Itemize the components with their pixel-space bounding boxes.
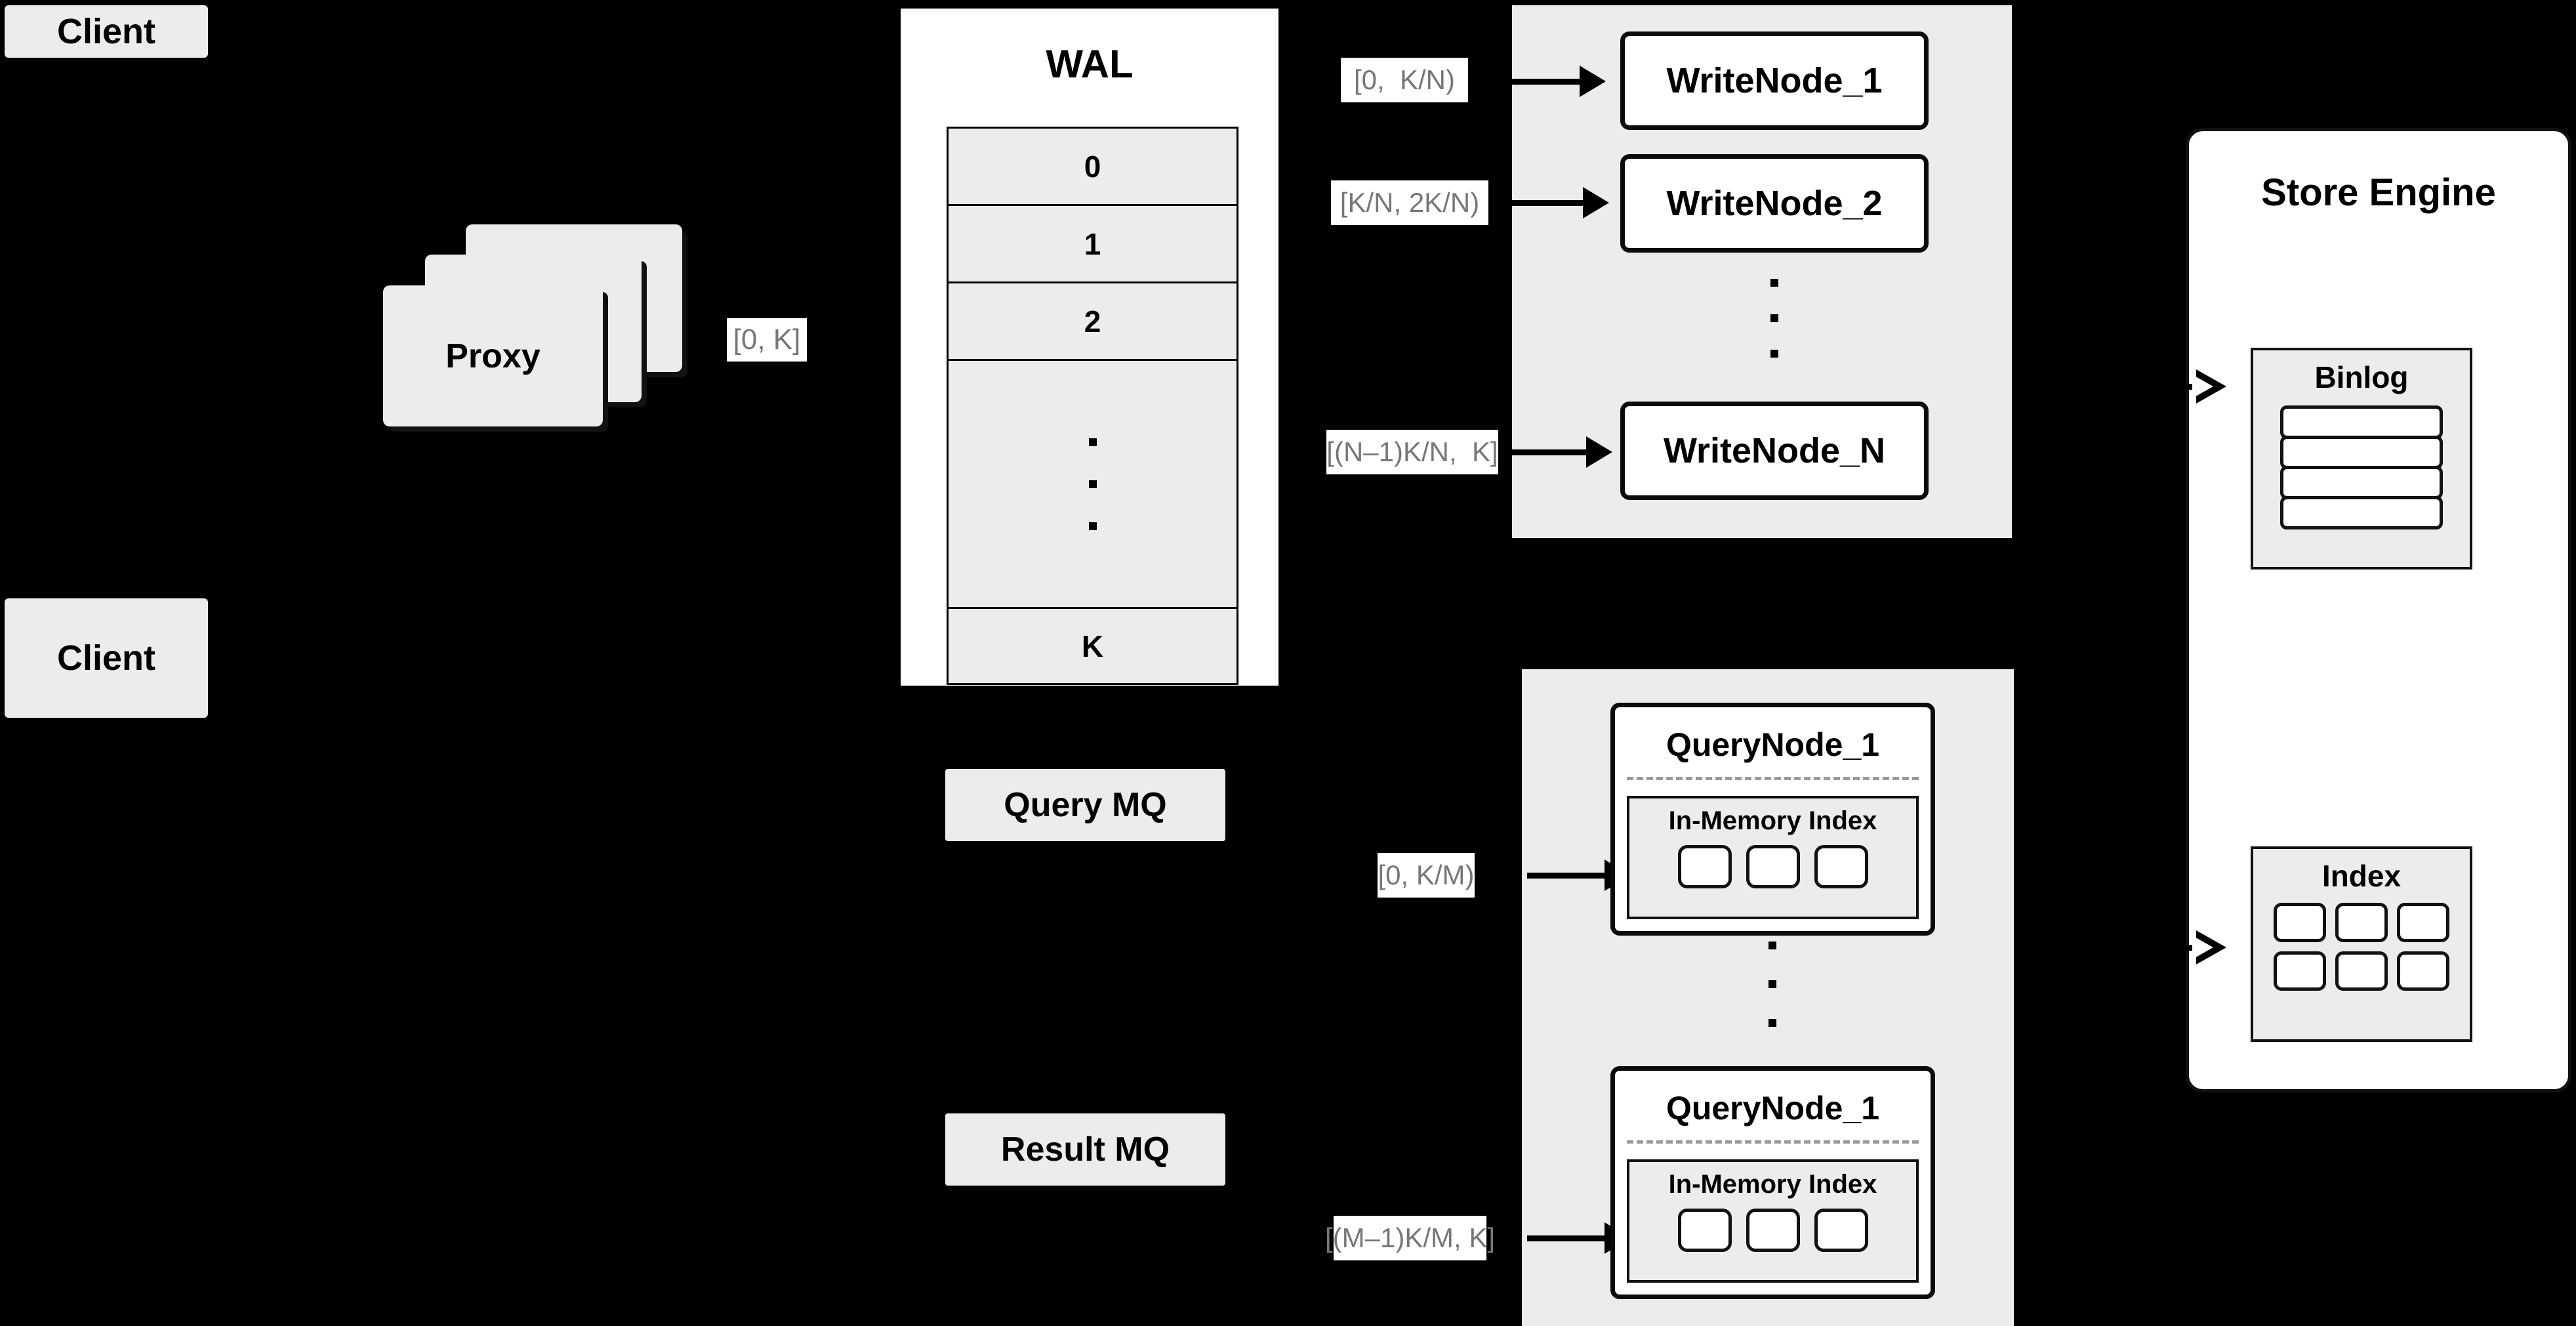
- dot-icon: [1768, 942, 1776, 949]
- arrow-head-icon: [1583, 187, 1609, 218]
- store-index-cell[interactable]: [2335, 903, 2388, 942]
- store-index-cell[interactable]: [2397, 903, 2449, 942]
- wal-row-label: K: [1081, 629, 1104, 663]
- store-index-cell[interactable]: [2274, 951, 2326, 991]
- index-cell[interactable]: [1814, 1209, 1868, 1252]
- proxy-card-front[interactable]: Proxy: [383, 285, 603, 426]
- binlog-bar[interactable]: [2280, 436, 2443, 469]
- range-label-proxy-out: [0, K]: [727, 318, 807, 362]
- writenode-label: WriteNode_1: [1666, 61, 1883, 100]
- index-cell[interactable]: [1677, 1209, 1732, 1252]
- range-label-text: [K/N, 2K/N): [1339, 187, 1480, 218]
- querynode-separator: [1627, 1140, 1919, 1144]
- wal-row[interactable]: 0: [947, 127, 1238, 204]
- index-cell[interactable]: [1746, 845, 1800, 888]
- store-engine-panel: Store Engine Binlog Index: [2186, 128, 2571, 1092]
- wal-row-label: 2: [1084, 304, 1101, 339]
- store-index-cell[interactable]: [2397, 951, 2449, 991]
- store-index-cell[interactable]: [2335, 951, 2388, 991]
- result-mq-label: Result MQ: [1000, 1130, 1170, 1169]
- range-label-writenode-n: [(N–1)K/N, K]: [1326, 430, 1498, 474]
- wal-row-label: 0: [1084, 149, 1101, 184]
- arrow-to-writenode-n: [1503, 436, 1628, 468]
- writenode-n-box[interactable]: WriteNode_N: [1620, 402, 1929, 500]
- arrow-head-open-icon: [2192, 930, 2226, 964]
- index-cell[interactable]: [1677, 845, 1732, 888]
- querynode-separator: [1627, 777, 1919, 780]
- query-mq-label: Query MQ: [1004, 786, 1167, 824]
- binlog-bar[interactable]: [2280, 405, 2443, 439]
- vertical-dots-icon: [1088, 438, 1097, 530]
- query-mq-box[interactable]: Query MQ: [945, 769, 1225, 841]
- binlog-bar[interactable]: [2280, 496, 2443, 529]
- wal-row[interactable]: 2: [947, 281, 1238, 359]
- write-cluster-vertical-dots-icon: [1765, 279, 1784, 358]
- arrow-head-icon: [1580, 66, 1606, 97]
- writenode-label: WriteNode_2: [1666, 184, 1883, 223]
- dot-icon: [1770, 279, 1778, 287]
- binlog-title: Binlog: [2314, 360, 2409, 394]
- wal-row[interactable]: 1: [947, 204, 1238, 281]
- result-mq-box[interactable]: Result MQ: [945, 1113, 1225, 1186]
- client-box-bottom[interactable]: Client: [5, 598, 208, 718]
- wal-row-label: 1: [1084, 226, 1101, 261]
- arrow-head-open-icon: [2192, 369, 2226, 404]
- range-label-writenode-2: [K/N, 2K/N): [1331, 180, 1488, 225]
- dot-icon: [1770, 314, 1778, 322]
- dot-icon: [1088, 438, 1097, 446]
- range-label-querynode-m: [(M–1)K/M, K]: [1325, 1216, 1495, 1260]
- client-label: Client: [56, 12, 155, 51]
- store-index-panel: Index: [2251, 846, 2472, 1042]
- querynode-m-box[interactable]: QueryNode_1 In-Memory Index: [1610, 1066, 1935, 1299]
- client-label: Client: [56, 638, 155, 678]
- binlog-bar[interactable]: [2280, 466, 2443, 499]
- querynode-label: QueryNode_1: [1666, 1090, 1880, 1127]
- in-memory-index-title: In-Memory Index: [1668, 1170, 1877, 1199]
- range-label-text: [(N–1)K/N, K]: [1326, 436, 1498, 467]
- dot-icon: [1768, 980, 1776, 988]
- arrow-to-writenode-2: [1496, 187, 1620, 218]
- writenode-label: WriteNode_N: [1663, 431, 1886, 470]
- range-label-writenode-1: [0, K/N): [1341, 58, 1468, 102]
- store-index-cell[interactable]: [2274, 903, 2326, 942]
- querynode-label: QueryNode_1: [1666, 726, 1880, 763]
- range-label-text: [0, K]: [733, 323, 801, 356]
- range-label-text: [(M–1)K/M, K]: [1324, 1222, 1496, 1253]
- arrow-to-writenode-1: [1482, 66, 1607, 97]
- index-cell[interactable]: [1814, 845, 1868, 888]
- dot-icon: [1768, 1019, 1776, 1027]
- range-label-text: [0, K/M): [1378, 860, 1475, 890]
- query-cluster-vertical-dots-icon: [1763, 942, 1782, 1027]
- wal-rows: 0 1 2 K: [947, 127, 1238, 685]
- wal-row[interactable]: K: [947, 607, 1238, 685]
- arrow-head-icon: [1586, 436, 1612, 468]
- writenode-2-box[interactable]: WriteNode_2: [1620, 154, 1929, 253]
- store-engine-title: Store Engine: [2261, 171, 2496, 214]
- binlog-panel: Binlog: [2251, 348, 2472, 570]
- proxy-label: Proxy: [445, 337, 541, 375]
- range-label-querynode-1: [0, K/M): [1378, 853, 1475, 898]
- querynode-1-box[interactable]: QueryNode_1 In-Memory Index: [1610, 703, 1935, 936]
- arrow-to-store-index: [2158, 930, 2250, 964]
- arrow-to-binlog: [2158, 369, 2250, 404]
- writenode-1-box[interactable]: WriteNode_1: [1620, 31, 1929, 130]
- in-memory-index-panel: In-Memory Index: [1627, 796, 1919, 919]
- dot-icon: [1088, 522, 1097, 530]
- in-memory-index-panel: In-Memory Index: [1627, 1159, 1919, 1283]
- wal-row-ellipsis: [947, 359, 1238, 607]
- client-box-top[interactable]: Client: [5, 5, 208, 58]
- wal-title: WAL: [1046, 42, 1134, 86]
- range-label-text: [0, K/N): [1353, 64, 1456, 95]
- wal-panel: WAL 0 1 2 K: [897, 5, 1282, 689]
- dot-icon: [1088, 480, 1097, 488]
- store-index-title: Index: [2321, 859, 2402, 893]
- index-cell[interactable]: [1746, 1209, 1800, 1252]
- proxy-stack[interactable]: Proxy: [380, 210, 682, 440]
- in-memory-index-title: In-Memory Index: [1668, 806, 1877, 835]
- dot-icon: [1770, 350, 1778, 358]
